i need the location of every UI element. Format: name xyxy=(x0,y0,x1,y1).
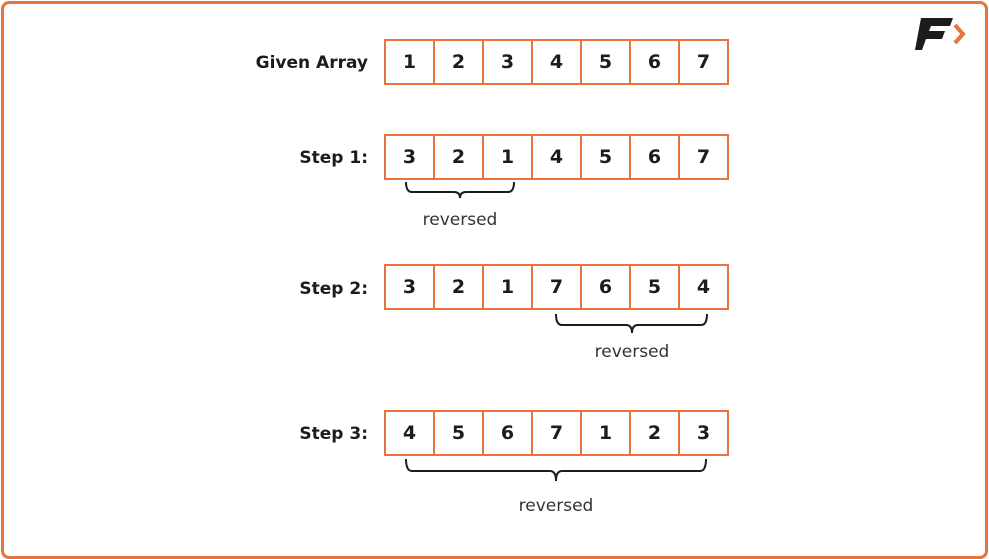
array-cell: 2 xyxy=(435,136,484,178)
brace-step2 xyxy=(555,313,708,334)
array-cell: 3 xyxy=(386,266,435,308)
array-cell: 4 xyxy=(696,276,711,298)
note-reversed-step3: reversed xyxy=(518,496,594,516)
array-cell: 1 xyxy=(484,136,533,178)
brace-step3 xyxy=(405,458,707,482)
brace-step1 xyxy=(405,181,515,199)
array-cell: 5 xyxy=(435,412,484,454)
array-cell: 7 xyxy=(533,266,582,308)
array-cell: 4 xyxy=(533,136,582,178)
array-cell: 3 xyxy=(484,41,533,83)
array-cell: 1 xyxy=(386,41,435,83)
array-cell: 3 xyxy=(386,136,435,178)
row-label-given: Given Array xyxy=(255,53,368,73)
array-given: 1 2 3 4 5 6 7 xyxy=(384,39,729,85)
array-step1: 3 2 1 4 5 6 7 xyxy=(384,134,729,180)
array-cell: 4 xyxy=(533,41,582,83)
array-cell: 6 xyxy=(631,136,680,178)
array-cell: 1 xyxy=(484,266,533,308)
array-cell: 2 xyxy=(631,412,680,454)
array-cell: 1 xyxy=(582,412,631,454)
row-label-step2: Step 2: xyxy=(299,279,368,299)
array-cell: 7 xyxy=(696,51,711,73)
array-cell: 7 xyxy=(696,146,711,168)
row-label-step1: Step 1: xyxy=(299,148,368,168)
f-arrow-logo-icon xyxy=(915,18,966,50)
array-cell: 2 xyxy=(435,41,484,83)
array-cell: 5 xyxy=(582,41,631,83)
array-cell: 6 xyxy=(631,41,680,83)
array-cell: 5 xyxy=(582,136,631,178)
note-reversed-step1: reversed xyxy=(422,210,498,230)
array-cell: 3 xyxy=(696,422,711,444)
note-reversed-step2: reversed xyxy=(594,342,670,362)
array-cell: 7 xyxy=(533,412,582,454)
array-cell: 6 xyxy=(582,266,631,308)
array-cell: 4 xyxy=(386,412,435,454)
array-cell: 2 xyxy=(435,266,484,308)
row-label-step3: Step 3: xyxy=(299,424,368,444)
array-cell: 6 xyxy=(484,412,533,454)
array-step3: 4 5 6 7 1 2 3 xyxy=(384,410,729,456)
array-step2: 3 2 1 7 6 5 4 xyxy=(384,264,729,310)
array-cell: 5 xyxy=(631,266,680,308)
